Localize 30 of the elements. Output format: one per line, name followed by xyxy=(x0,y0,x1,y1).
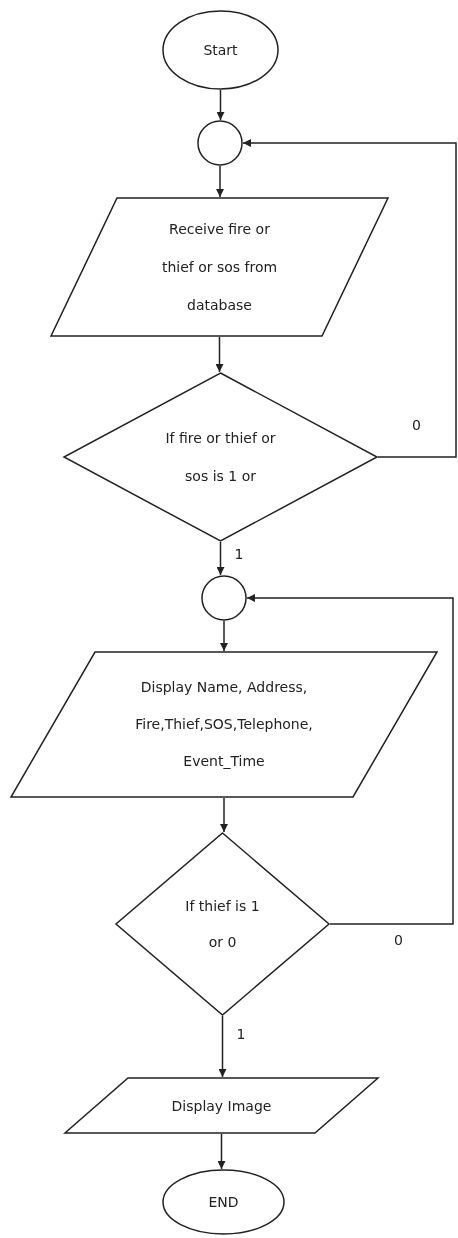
arrow xyxy=(216,541,225,576)
edge-label: 0 xyxy=(394,932,403,948)
edge-label: 0 xyxy=(412,417,421,433)
arrow xyxy=(220,797,228,833)
node-text: Display Image xyxy=(171,1096,272,1115)
terminal-oval xyxy=(162,1169,285,1235)
node-text: Display Name, Address, Fire,Thief,SOS,Telephone, Event_Time xyxy=(134,678,314,771)
node-text: If fire or thief or sos is 1 or xyxy=(164,429,277,486)
edge-label: 1 xyxy=(234,546,244,562)
node-text: END xyxy=(208,1193,239,1211)
terminal-oval xyxy=(162,10,279,90)
decision-diamond xyxy=(115,832,330,1016)
input-output-parallelogram xyxy=(10,651,438,798)
arrow xyxy=(242,139,457,458)
arrow xyxy=(246,594,454,925)
node-text: If thief is 1 or 0 xyxy=(184,897,261,952)
arrow xyxy=(218,1015,227,1078)
arrow xyxy=(220,620,228,652)
connector-circle xyxy=(201,575,247,621)
node-text: Start xyxy=(203,41,238,59)
arrow xyxy=(216,165,224,198)
arrow xyxy=(216,89,225,121)
input-output-parallelogram xyxy=(64,1077,379,1134)
connector-circle xyxy=(197,120,243,166)
node-text: Receive fire or thief or sos from database xyxy=(160,220,279,315)
arrow xyxy=(215,336,224,373)
edge-label: 1 xyxy=(236,1026,246,1042)
input-output-parallelogram xyxy=(50,197,389,337)
arrow xyxy=(217,1133,226,1170)
decision-diamond xyxy=(63,372,378,542)
